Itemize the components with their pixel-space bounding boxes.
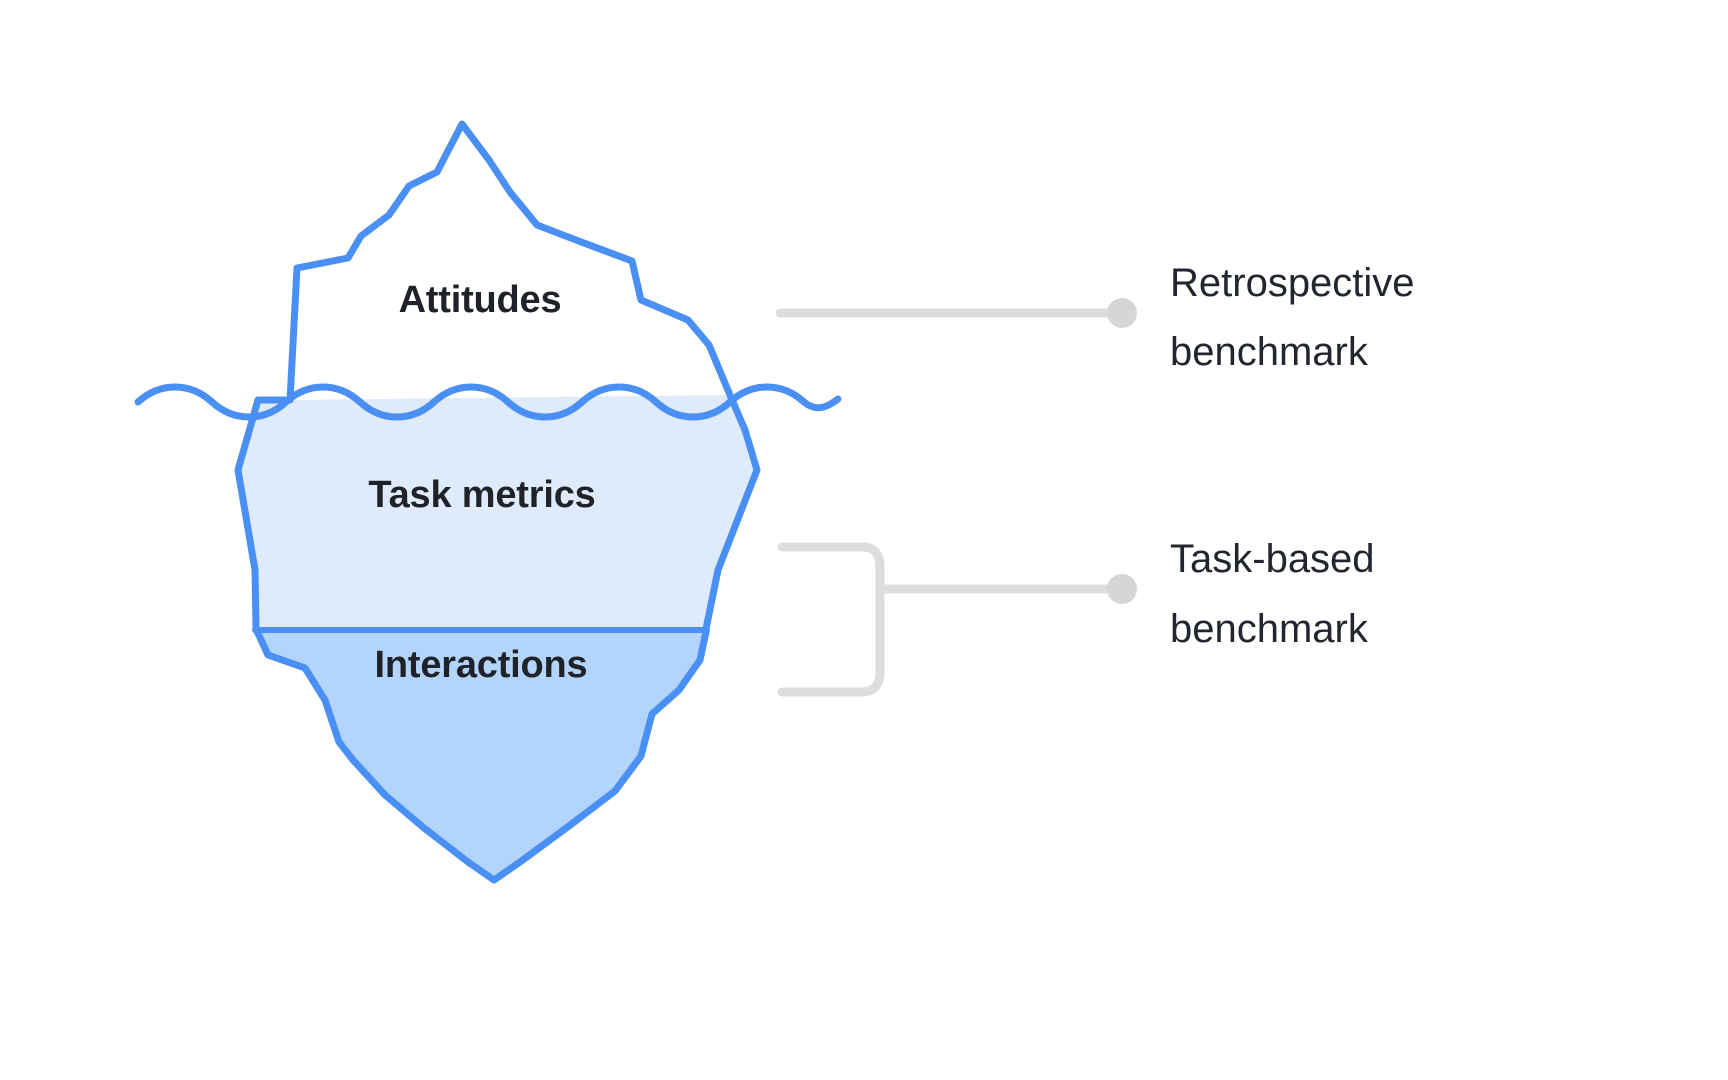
- callout-connector-dot: [1107, 298, 1137, 328]
- layer-label-interactions: Interactions: [375, 644, 588, 686]
- callout-label-line-2: benchmark: [1170, 607, 1369, 651]
- callout-connector-dot: [1107, 574, 1137, 604]
- callout-label-line-1: Task-based: [1170, 537, 1375, 581]
- iceberg-layer-task-metrics: [238, 395, 757, 629]
- callout-task-based-benchmark: Task-based benchmark: [777, 537, 1375, 697]
- layer-label-attitudes: Attitudes: [399, 279, 562, 321]
- iceberg-layer-attitudes: [290, 124, 745, 430]
- callout-label-line-1: Retrospective: [1170, 261, 1415, 305]
- wave-path: [134, 383, 842, 421]
- layer-label-task-metrics: Task metrics: [368, 474, 595, 516]
- waterline-wave: [134, 383, 842, 421]
- task-metrics-shape: [238, 395, 757, 629]
- iceberg-layer-interactions: [256, 632, 706, 880]
- attitudes-shape: [290, 124, 745, 430]
- interactions-shape: [256, 632, 706, 880]
- callout-retrospective-benchmark: Retrospective benchmark: [775, 261, 1415, 374]
- callout-label-line-2: benchmark: [1170, 330, 1369, 374]
- callout-brace-icon: [777, 542, 885, 697]
